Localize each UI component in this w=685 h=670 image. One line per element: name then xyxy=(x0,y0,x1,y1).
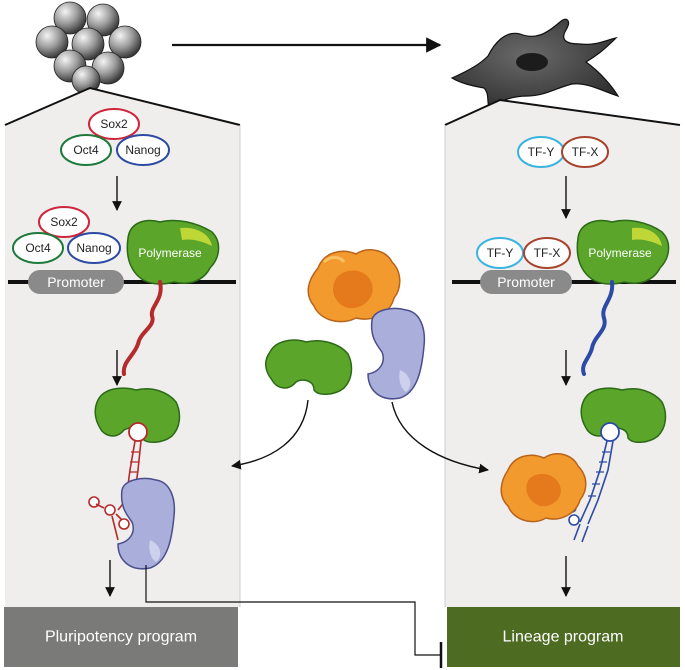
left-free-tf-complex: Sox2 Oct4 Nanog xyxy=(60,108,170,166)
pluripotency-program-label: Pluripotency program xyxy=(45,629,197,646)
tf-y-label: TF-Y xyxy=(528,145,555,159)
pluripotency-program-box xyxy=(4,607,238,667)
right-transcript xyxy=(581,280,615,376)
right-panel xyxy=(445,100,680,607)
right-free-tf-complex: TF-Y TF-X xyxy=(517,136,609,168)
differentiated-cell-icon xyxy=(450,18,620,112)
right-orange-protein xyxy=(500,453,587,523)
nanog-bound-label: Nanog xyxy=(76,241,111,255)
embryonic-stem-cell-cluster-icon xyxy=(35,1,142,95)
right-promoter-label: Promoter xyxy=(497,274,555,290)
lineage-program-box xyxy=(447,607,680,667)
left-transcript xyxy=(121,280,163,376)
right-promoter xyxy=(480,270,572,294)
left-polymerase-label: Polymerase xyxy=(138,246,202,260)
nanog-label: Nanog xyxy=(125,143,160,157)
sox2-bound-label: Sox2 xyxy=(50,215,78,229)
right-bound-tf-complex: TF-Y TF-X xyxy=(476,237,571,269)
center-arrow-to-right xyxy=(391,401,489,474)
center-arrow-to-left xyxy=(231,399,309,470)
center-orange-protein xyxy=(307,249,401,323)
inhibition-connector xyxy=(145,565,440,656)
oct4-bound-label: Oct4 xyxy=(25,241,51,255)
left-lncrna-structure xyxy=(88,422,148,541)
sox2-label: Sox2 xyxy=(100,117,128,131)
lineage-program-label: Lineage program xyxy=(503,629,624,646)
center-lavender-protein xyxy=(367,307,426,400)
tf-y-bound-label: TF-Y xyxy=(487,246,514,260)
left-bound-tf-complex: Sox2 Oct4 Nanog xyxy=(12,206,121,264)
right-polymerase: Polymerase xyxy=(576,219,670,285)
oct4-label: Oct4 xyxy=(73,143,99,157)
tf-x-label: TF-X xyxy=(572,145,599,159)
left-lavender-protein xyxy=(117,477,176,570)
left-promoter-label: Promoter xyxy=(47,274,105,290)
left-green-protein xyxy=(94,387,181,443)
left-promoter xyxy=(28,270,124,294)
tf-x-bound-label: TF-X xyxy=(534,246,561,260)
center-green-protein xyxy=(265,339,353,395)
left-polymerase: Polymerase xyxy=(126,219,220,285)
right-polymerase-label: Polymerase xyxy=(588,246,652,260)
